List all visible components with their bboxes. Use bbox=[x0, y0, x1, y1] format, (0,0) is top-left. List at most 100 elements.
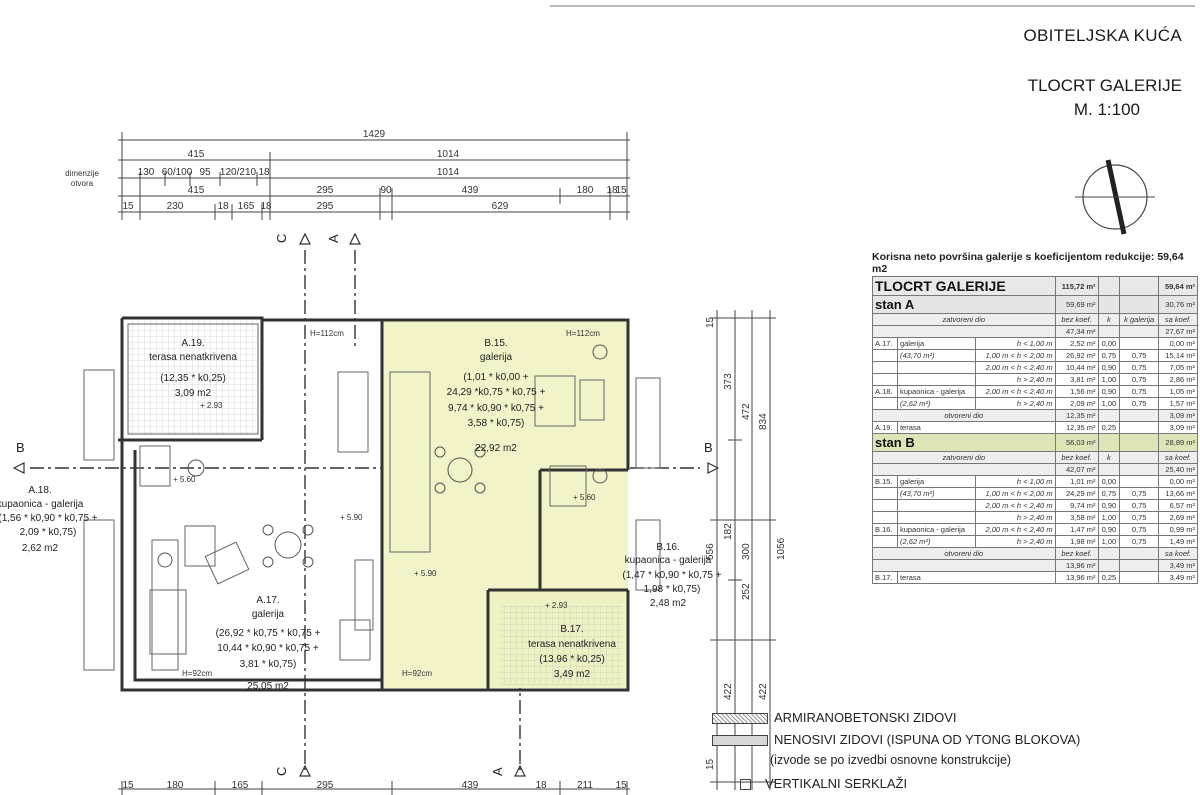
section-a-bottom: A bbox=[490, 767, 505, 776]
colhdr-a-sa: sa koef. bbox=[1158, 313, 1198, 326]
colhdr-b-bez: bez koef. bbox=[1054, 451, 1099, 464]
table-b bbox=[447, 457, 473, 483]
level-293-b: + 2.93 bbox=[545, 601, 568, 610]
dim-right-k: 422 bbox=[758, 683, 769, 700]
room-a18-name: kupaonica - galerija bbox=[0, 499, 84, 510]
tie-square-icon bbox=[740, 779, 751, 791]
stan-b-title: stan B bbox=[872, 433, 1056, 452]
shelf bbox=[354, 559, 374, 631]
height-92-a: H=92cm bbox=[182, 669, 212, 678]
dim-row2-f: 1014 bbox=[437, 167, 460, 178]
room-a18-area: 2,62 m2 bbox=[22, 543, 59, 554]
bed-a2 bbox=[149, 589, 187, 655]
lamp-b bbox=[592, 344, 608, 360]
dim-row2-a: 130 bbox=[138, 167, 155, 178]
toilet-b bbox=[592, 468, 608, 484]
level-293-a: + 2.93 bbox=[200, 401, 223, 410]
open-b-sum: 13,96 m² 3,49 m² bbox=[872, 559, 1198, 572]
dim-bottom-c: 165 bbox=[232, 780, 249, 791]
title-plan: TLOCRT GALERIJE bbox=[1027, 76, 1182, 95]
sum-b-net: 25,40 m² bbox=[1158, 463, 1198, 476]
dim-row3-b: 295 bbox=[317, 185, 334, 196]
bed-a bbox=[151, 539, 179, 671]
dim-right-l: 15 bbox=[705, 758, 716, 770]
dimension-labels-right: 15 373 472 834 1056 556 182 300 252 422 … bbox=[705, 316, 787, 770]
legend-l2-text: NENOSIVI ZIDOVI (ISPUNA OD YTONG BLOKOVA… bbox=[774, 732, 1081, 747]
room-b17-formula: (13,96 * k0,25) bbox=[539, 654, 605, 665]
dim-row4-c: 18 bbox=[217, 201, 229, 212]
room-a17-area: 25,05 m2 bbox=[247, 681, 289, 692]
legend-l1-text: ARMIRANOBETONSKI ZIDOVI bbox=[774, 710, 957, 725]
colhdr-b-closed: zatvoreni dio bbox=[872, 451, 1056, 464]
colhdr-a-k: k bbox=[1097, 313, 1121, 326]
room-a19-formula: (12,35 * k0,25) bbox=[160, 373, 226, 384]
stan-a-colhdr: zatvoreni dio bez koef. k k galerija sa … bbox=[872, 313, 1198, 326]
dim-right-i: 252 bbox=[741, 583, 752, 600]
dim-bottom-f: 18 bbox=[535, 780, 547, 791]
open-b-bez: bez koef. bbox=[1054, 547, 1099, 560]
room-a18-f2: 2,09 * k0,75) bbox=[20, 527, 77, 538]
room-a17-f2: 10,44 * k0,90 * k0,75 + bbox=[217, 643, 319, 654]
table-total-net: 59,64 m² bbox=[1158, 276, 1198, 296]
room-a19-id: A.19. bbox=[181, 338, 204, 349]
dim-row4-g: 629 bbox=[492, 201, 509, 212]
section-c-top: C bbox=[274, 234, 289, 243]
table-title: TLOCRT GALERIJE bbox=[872, 276, 1056, 296]
dim-right-j: 422 bbox=[723, 683, 734, 700]
dim-right-b: 373 bbox=[723, 373, 734, 390]
room-b16-id: B.16. bbox=[656, 542, 679, 553]
hatch-concrete-icon bbox=[712, 713, 768, 725]
toilet-a bbox=[187, 459, 205, 477]
open-b-label: otvoreni dio bbox=[872, 547, 1056, 560]
room-b17-name: terasa nenatkrivena bbox=[528, 639, 616, 650]
room-labels: A.19. terasa nenatkrivena (12,35 * k0,25… bbox=[0, 338, 722, 692]
hatch-partition-icon bbox=[712, 735, 768, 747]
section-a-top: A bbox=[326, 234, 341, 243]
height-112-a: H=112cm bbox=[310, 329, 344, 338]
inner-lines bbox=[83, 323, 661, 671]
dim-row2-c: 95 bbox=[199, 167, 211, 178]
table-total-gross: 115,72 m² bbox=[1054, 276, 1099, 296]
room-a17-name: galerija bbox=[252, 609, 285, 620]
stairs-b bbox=[389, 371, 431, 553]
dim-row4-f: 295 bbox=[317, 201, 334, 212]
level-590-a: + 5.90 bbox=[340, 513, 363, 522]
dim-row2-e: 18 bbox=[258, 167, 270, 178]
room-a18-id: A.18. bbox=[28, 485, 51, 496]
stan-b-colhdr: zatvoreni dio bez koef. k sa koef. bbox=[872, 451, 1198, 464]
level-560-a: + 5.60 bbox=[173, 475, 196, 484]
area-table: TLOCRT GALERIJE 115,72 m² 59,64 m² stan … bbox=[872, 276, 1198, 584]
section-b-left: B bbox=[16, 440, 25, 455]
room-b15-id: B.15. bbox=[484, 338, 507, 349]
room-b15-name: galerija bbox=[480, 352, 513, 363]
colhdr-a-closed: zatvoreni dio bbox=[872, 313, 1056, 326]
sum-a-net: 27,67 m² bbox=[1158, 325, 1198, 338]
room-a19-name: terasa nenatkrivena bbox=[149, 352, 237, 363]
chair-b bbox=[579, 379, 605, 421]
dim-row4-d: 165 bbox=[238, 201, 255, 212]
dim-bottom-a: 15 bbox=[122, 780, 134, 791]
open-a-label: otvoreni dio bbox=[872, 409, 1056, 422]
legend-partition-walls: NENOSIVI ZIDOVI (ISPUNA OD YTONG BLOKOVA… bbox=[712, 732, 1080, 747]
usable-area-caption: Korisna neto površina galerije s koefici… bbox=[872, 251, 1184, 275]
shower-a bbox=[139, 445, 171, 487]
dim-row3-e: 180 bbox=[577, 185, 594, 196]
section-b-right: B bbox=[704, 440, 713, 455]
dim-bottom-e: 439 bbox=[462, 780, 479, 791]
room-b15-f1: (1,01 * k0,00 + bbox=[463, 372, 528, 383]
room-a19-area: 3,09 m2 bbox=[175, 388, 212, 399]
colhdr-a-bez: bez koef. bbox=[1054, 313, 1099, 326]
dim-row3-a: 415 bbox=[188, 185, 205, 196]
open-part-b: otvoreni dio bez koef. sa koef. bbox=[872, 547, 1198, 560]
stan-a-row: stan A 59,69 m² 30,76 m² bbox=[872, 295, 1198, 314]
dim-total: 1429 bbox=[363, 129, 386, 140]
section-c-bottom: C bbox=[274, 767, 289, 776]
